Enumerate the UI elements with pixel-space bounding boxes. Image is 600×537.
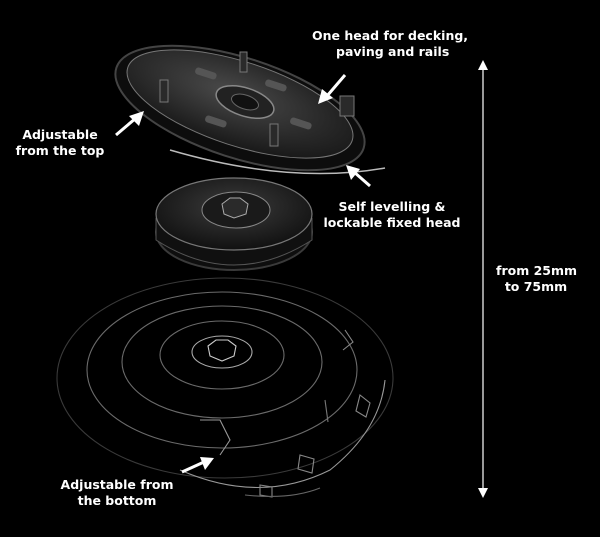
arrow-self-levelling-icon <box>346 165 371 188</box>
label-line: from the top <box>15 143 105 158</box>
self-levelling-ring <box>155 177 313 271</box>
label-adjustable-bottom: Adjustable from the bottom <box>52 477 182 509</box>
label-line: Adjustable from <box>60 477 174 492</box>
label-line: lockable fixed head <box>323 215 461 230</box>
arrow-bottom-icon <box>181 457 214 474</box>
label-line: the bottom <box>77 493 157 508</box>
pedestal-base <box>56 277 394 498</box>
label-decking-head: One head for decking, paving and rails <box>312 28 469 60</box>
label-line: Adjustable <box>22 127 98 142</box>
pedestal-head <box>114 44 386 175</box>
label-line: One head for decking, <box>312 28 469 43</box>
arrow-decking-icon <box>318 74 347 104</box>
height-range-arrow-icon <box>478 60 488 498</box>
label-line: to 75mm <box>504 279 568 294</box>
label-self-levelling: Self levelling & lockable fixed head <box>322 199 462 231</box>
label-line: Self levelling & <box>338 199 446 214</box>
label-adjustable-top: Adjustable from the top <box>10 127 110 159</box>
label-line: from 25mm <box>496 263 578 278</box>
label-line: paving and rails <box>336 44 450 59</box>
arrow-top-icon <box>115 111 144 137</box>
label-height-range: from 25mm to 75mm <box>496 263 578 295</box>
